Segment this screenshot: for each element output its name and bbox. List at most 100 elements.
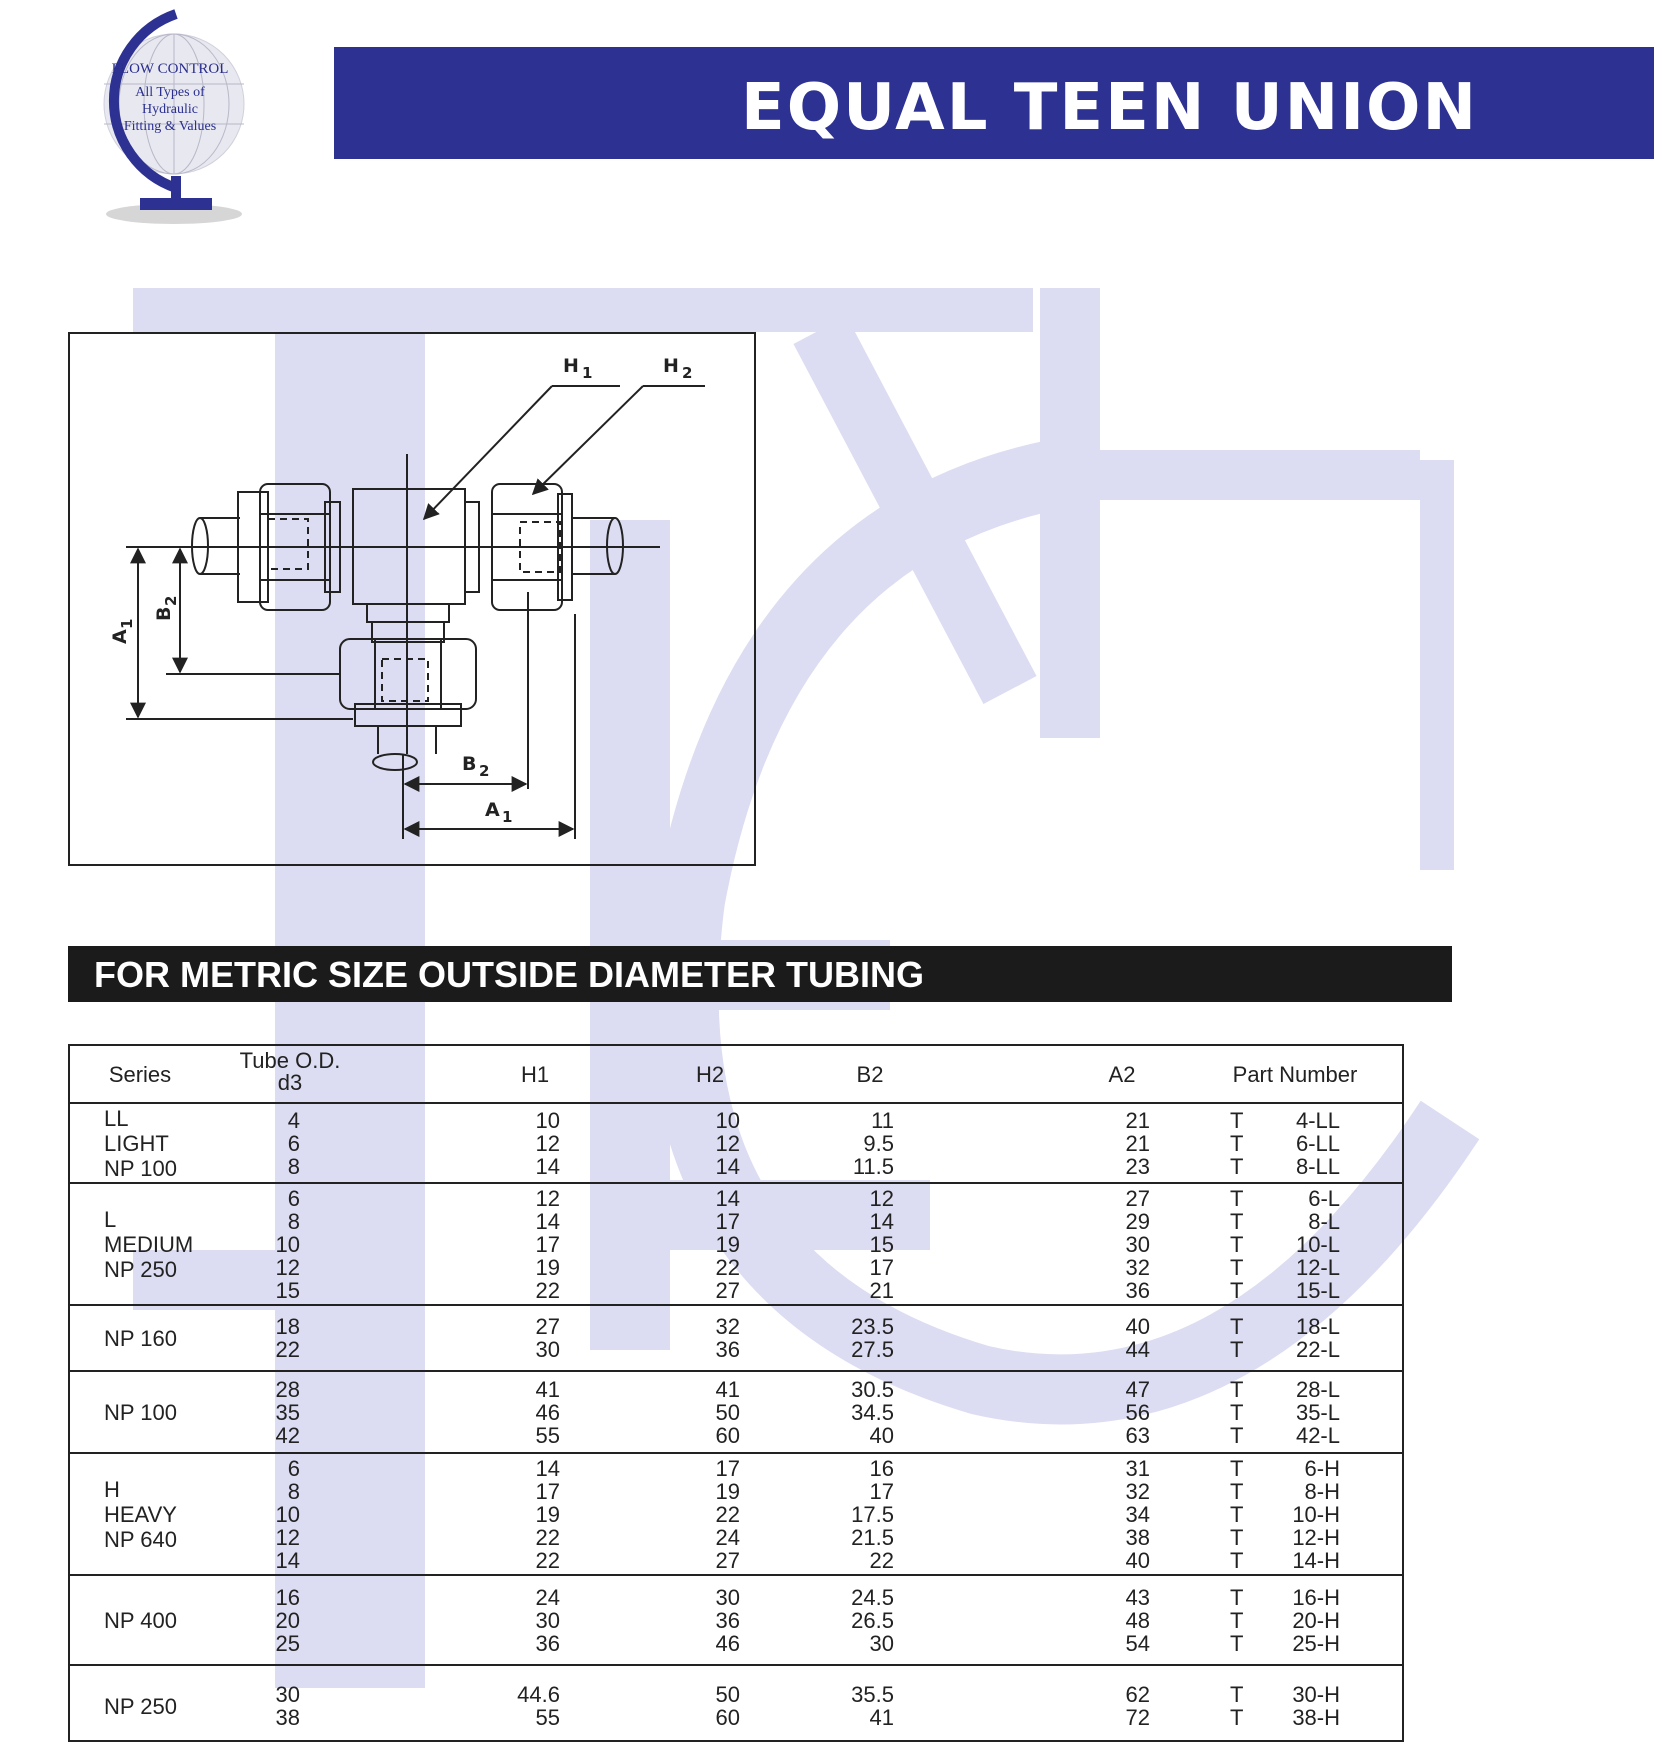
b2-cell: 24.5 <box>851 1585 894 1610</box>
part-number-prefix: T <box>1230 1400 1244 1425</box>
series-label-line: NP 100 <box>104 1400 177 1425</box>
series-label-line: MEDIUM <box>104 1232 194 1257</box>
part-number-cell: T 25-H <box>1230 1632 1380 1655</box>
b2-cell: 23.5 <box>851 1314 894 1339</box>
part-number-code: 8-L <box>1308 1209 1340 1234</box>
technical-drawing: H 1 H 2 A 1 B 2 B 2 A 1 <box>68 332 756 866</box>
header-tube-od: Tube O.D. d3 <box>239 1048 341 1095</box>
header-h1: H1 <box>520 1062 550 1087</box>
label-b2-left: B <box>153 607 175 621</box>
label-b2-bottom-sub: 2 <box>479 762 489 780</box>
part-number-code: 6-H <box>1304 1456 1340 1481</box>
b2-cell: 17 <box>869 1479 894 1504</box>
b2-cell: 40 <box>869 1423 894 1448</box>
label-a1-bottom-sub: 1 <box>502 808 512 826</box>
part-number-code: 25-H <box>1292 1631 1340 1656</box>
series-label-line: NP 100 <box>104 1156 177 1181</box>
part-number-prefix: T <box>1230 1585 1244 1610</box>
h2-cell: 60 <box>715 1705 740 1730</box>
tube-od-cell: 35 <box>275 1400 300 1425</box>
part-number-code: 12-H <box>1292 1525 1340 1550</box>
h2-cell: 30 <box>715 1585 740 1610</box>
part-number-prefix: T <box>1230 1278 1244 1303</box>
b2-cell: 34.5 <box>851 1400 894 1425</box>
h2-cell: 46 <box>715 1631 740 1656</box>
part-number-prefix: T <box>1230 1131 1244 1156</box>
label-h1-sub: 1 <box>582 364 592 382</box>
part-number-code: 16-H <box>1292 1585 1340 1610</box>
tube-od-cell: 6 <box>287 1186 300 1211</box>
dimensions-table: Series Tube O.D. d3 H1 H2 B2 A2 Part Num… <box>68 1044 1404 1742</box>
h2-cell: 12 <box>715 1131 740 1156</box>
part-number-prefix: T <box>1230 1705 1244 1730</box>
h1-cell: 44.6 <box>517 1682 560 1707</box>
h2-cell: 10 <box>715 1108 740 1133</box>
a2-cell: 32 <box>1125 1255 1150 1280</box>
series-label-line: H <box>104 1477 120 1502</box>
part-number-cell: T 16-H <box>1230 1586 1380 1609</box>
part-number-prefix: T <box>1230 1377 1244 1402</box>
h1-cell: 17 <box>535 1479 560 1504</box>
a2-cell: 43 <box>1125 1585 1150 1610</box>
part-number-prefix: T <box>1230 1456 1244 1481</box>
series-label-line: HEAVY <box>104 1502 177 1527</box>
b2-cell: 16 <box>869 1456 894 1481</box>
part-number-prefix: T <box>1230 1682 1244 1707</box>
part-number-code: 8-H <box>1304 1479 1340 1504</box>
part-number-prefix: T <box>1230 1631 1244 1656</box>
a2-cell: 34 <box>1125 1502 1150 1527</box>
part-number-prefix: T <box>1230 1314 1244 1339</box>
part-number-prefix: T <box>1230 1186 1244 1211</box>
h1-cell: 14 <box>535 1209 560 1234</box>
header-series: Series <box>108 1062 172 1087</box>
part-number-code: 14-H <box>1292 1548 1340 1573</box>
series-label-line: NP 640 <box>104 1527 177 1552</box>
company-logo <box>103 9 245 224</box>
label-b2-left-sub: 2 <box>162 596 180 606</box>
logo-tagline: All Types of Hydraulic Fitting & Values <box>123 85 217 134</box>
tube-od-cell: 12 <box>275 1525 300 1550</box>
h2-cell: 19 <box>715 1232 740 1257</box>
tube-od-cell: 10 <box>275 1232 300 1257</box>
a2-cell: 38 <box>1125 1525 1150 1550</box>
tube-od-cell: 6 <box>287 1456 300 1481</box>
h1-cell: 19 <box>535 1502 560 1527</box>
part-number-prefix: T <box>1230 1608 1244 1633</box>
part-number-cell: T 6-H <box>1230 1457 1380 1480</box>
h2-cell: 24 <box>715 1525 740 1550</box>
